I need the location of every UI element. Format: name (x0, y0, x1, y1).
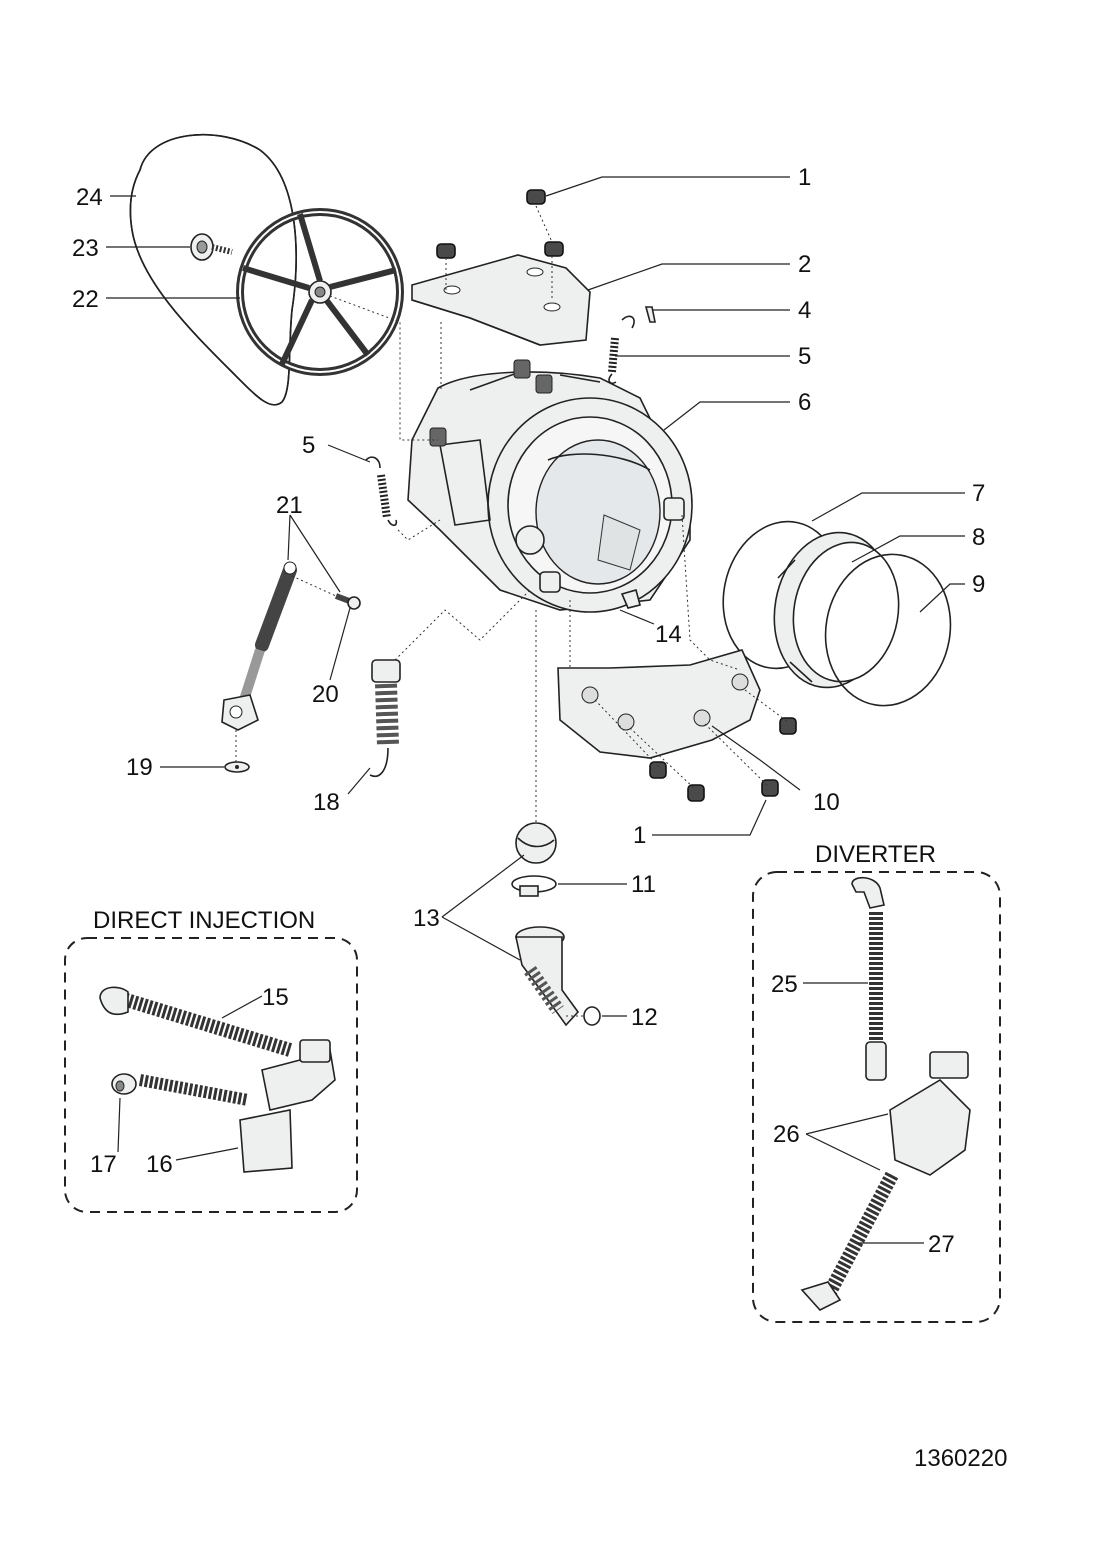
rubber-buffer-top (436, 189, 564, 259)
callout-21: 21 (276, 492, 303, 519)
callout-18: 18 (313, 789, 340, 816)
callout-15: 15 (262, 984, 289, 1011)
tub-air-hose (369, 659, 401, 777)
o-ring (583, 1006, 601, 1026)
shock-foot (224, 761, 250, 773)
bellows-clamp (824, 553, 952, 707)
callout-12: 12 (631, 1004, 658, 1031)
callout-labels: 1 2 4 5 6 5 7 8 9 21 20 14 19 18 10 1 11… (72, 164, 985, 1258)
diverter-hose-lower (823, 1171, 899, 1296)
callout-1-bottom: 1 (633, 822, 646, 849)
leader-lines (106, 176, 965, 1244)
callout-2: 2 (798, 251, 811, 278)
callout-14: 14 (655, 621, 682, 648)
drum-pulley (236, 208, 404, 376)
top-counterweight (411, 254, 591, 346)
callout-10: 10 (813, 789, 840, 816)
drive-belt (129, 133, 297, 406)
drain-hose-lower (138, 1074, 250, 1106)
callout-16: 16 (146, 1151, 173, 1178)
document-number: 1360220 (914, 1445, 1007, 1472)
diverter-pump (889, 1078, 971, 1176)
callout-25: 25 (771, 971, 798, 998)
sump-hose (515, 926, 580, 1027)
callout-27: 27 (928, 1231, 955, 1258)
hose-clamp (511, 875, 557, 897)
door-bellows (773, 531, 900, 689)
drain-ball (515, 822, 557, 864)
assembly-guide-lines (235, 205, 789, 1017)
callout-9: 9 (972, 571, 985, 598)
callout-5-right: 5 (798, 343, 811, 370)
suspension-spring-left (365, 456, 398, 527)
callout-6: 6 (798, 389, 811, 416)
shock-absorber (221, 561, 297, 731)
callout-24: 24 (76, 184, 103, 211)
callout-17: 17 (90, 1151, 117, 1178)
callout-19: 19 (126, 754, 153, 781)
callout-11: 11 (631, 871, 656, 898)
spring-clip (644, 306, 656, 323)
callout-8: 8 (972, 524, 985, 551)
callout-22: 22 (72, 286, 99, 313)
callout-20: 20 (312, 681, 339, 708)
callout-23: 23 (72, 235, 99, 262)
shock-absorber-pin (334, 593, 361, 610)
bottom-counterweight (557, 649, 761, 759)
diverter-group (752, 871, 1001, 1323)
diverter-title: DIVERTER (815, 841, 936, 868)
outer-tub (407, 359, 693, 613)
callout-5-left: 5 (302, 432, 315, 459)
callout-7: 7 (972, 480, 985, 507)
direct-injection-group (64, 937, 358, 1213)
callout-26: 26 (773, 1121, 800, 1148)
suspension-spring-right (608, 315, 635, 385)
callout-1-top: 1 (798, 164, 811, 191)
direct-injection-title: DIRECT INJECTION (93, 907, 315, 934)
drain-pump-filter (239, 1109, 293, 1173)
callout-4: 4 (798, 297, 811, 324)
callout-13: 13 (413, 905, 440, 932)
pulley-bolt (190, 233, 233, 261)
